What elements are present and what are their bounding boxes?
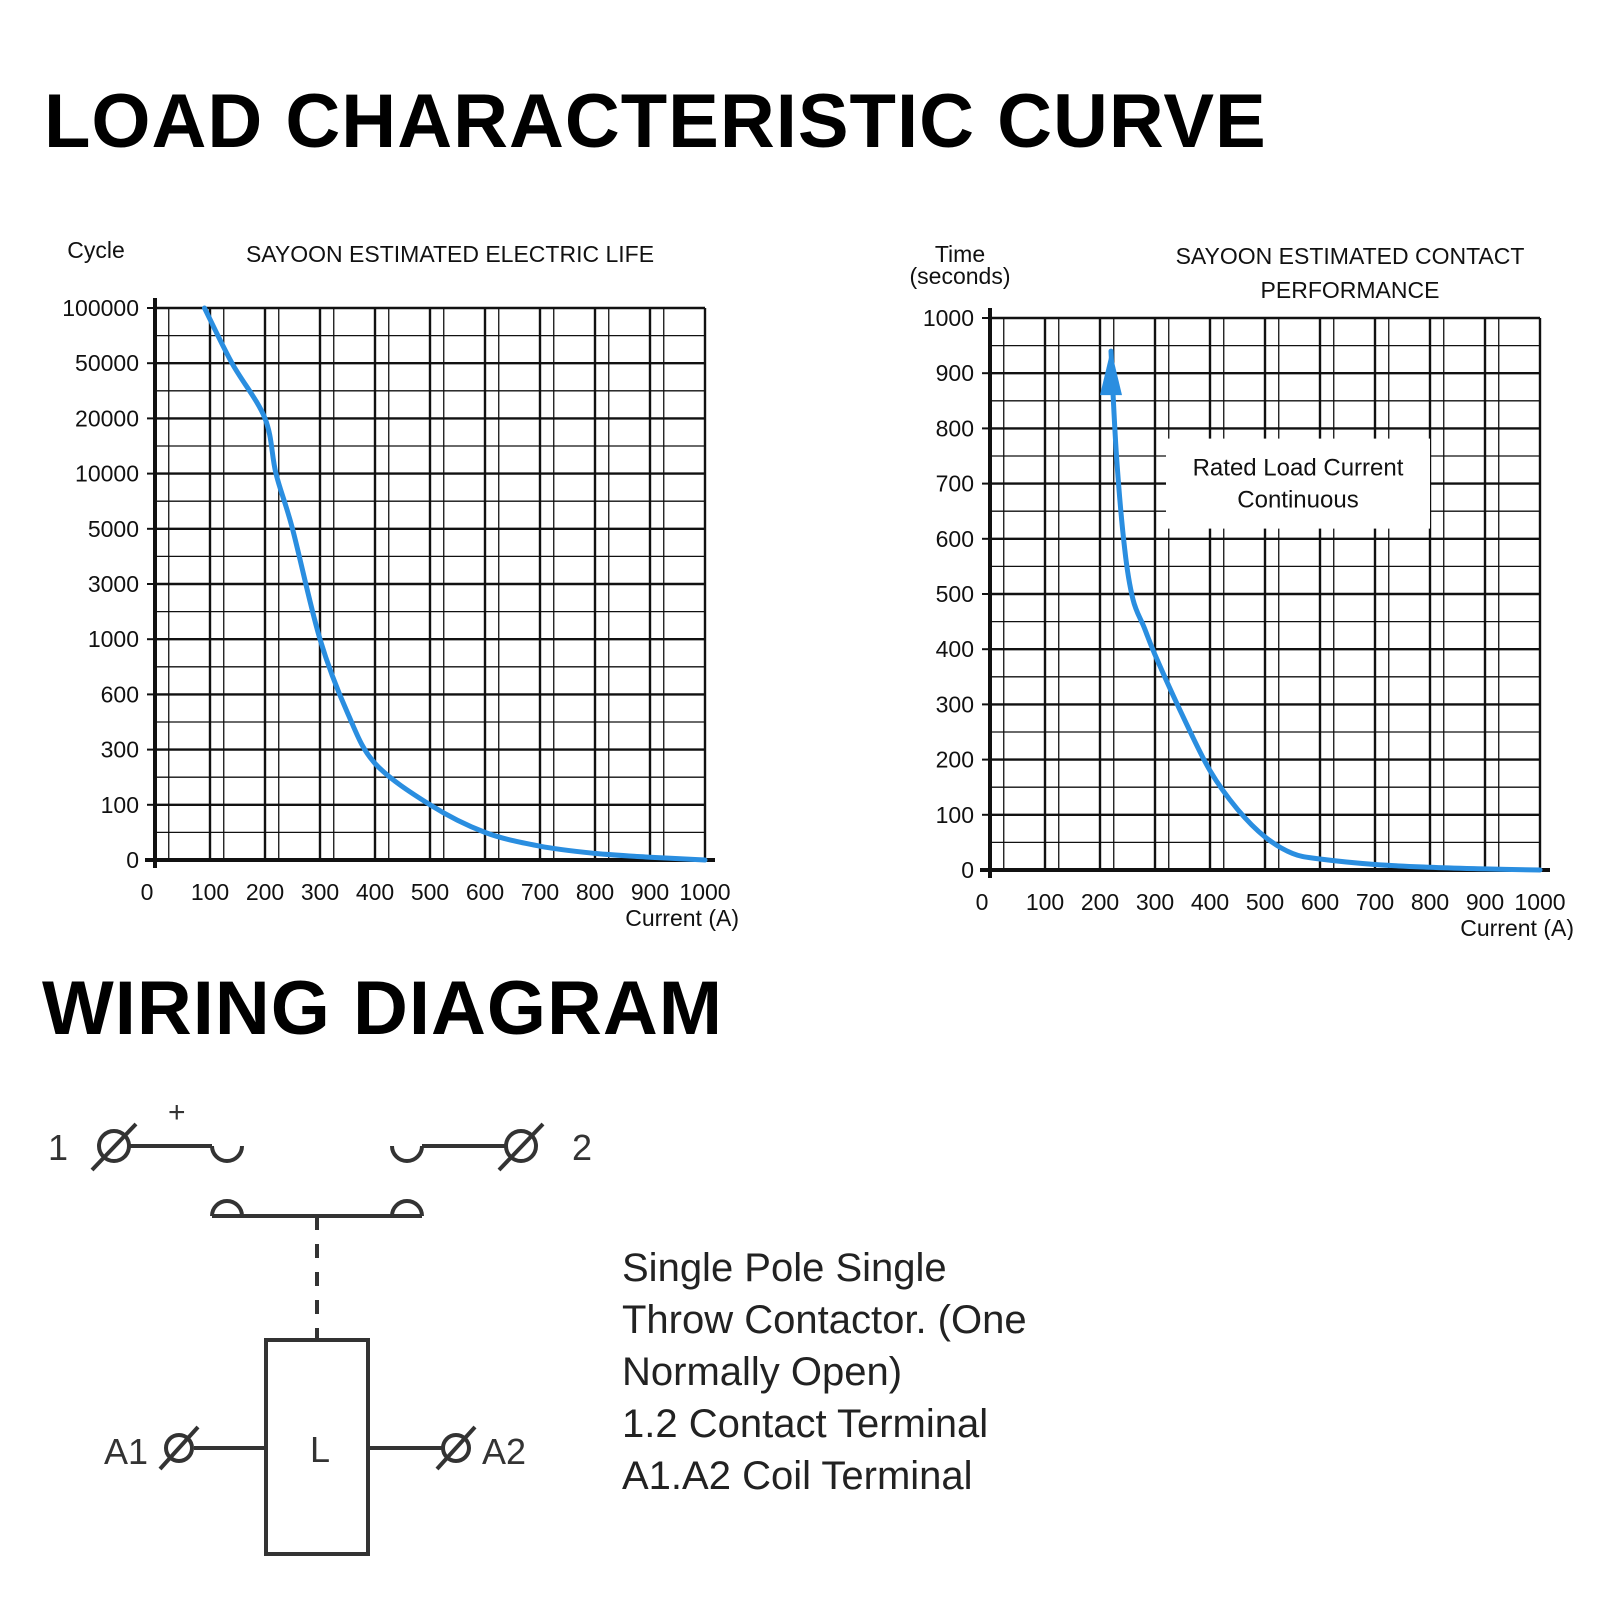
- y-tick-label: 900: [936, 360, 974, 386]
- annotation-text: Continuous: [1237, 487, 1358, 514]
- y-axis-label: (seconds): [910, 263, 1011, 289]
- x-tick-label: 600: [1301, 889, 1339, 915]
- y-tick-label: 3000: [88, 571, 139, 597]
- annotation-box: [1166, 438, 1430, 529]
- x-tick-label: 1000: [1514, 889, 1565, 915]
- y-tick-label: 100: [101, 792, 139, 818]
- x-tick-label: 400: [356, 879, 394, 905]
- plus-sign: +: [168, 1096, 186, 1129]
- electric-life-chart: 0100300600100030005000100002000050000100…: [62, 237, 739, 931]
- x-tick-label: 1000: [679, 879, 730, 905]
- x-tick-label: 200: [1081, 889, 1119, 915]
- terminal-2-symbol: [504, 1129, 538, 1163]
- wiring-diagram-heading: WIRING DIAGRAM: [42, 966, 724, 1051]
- series-line: [202, 305, 708, 863]
- wiring-diagram: 1 2 + A1 A2 L: [48, 1096, 592, 1556]
- y-tick-label: 300: [936, 691, 974, 717]
- x-tick-label: 400: [1191, 889, 1229, 915]
- x-axis-label: Current (A): [1460, 915, 1574, 940]
- description-line: A1.A2 Coil Terminal: [622, 1454, 973, 1498]
- wiring-description: Single Pole Single Throw Contactor. (One…: [622, 1242, 1027, 1502]
- terminal-a2-symbol: [441, 1433, 471, 1463]
- x-tick-label: 600: [466, 879, 504, 905]
- chart-title: SAYOON ESTIMATED ELECTRIC LIFE: [246, 241, 654, 267]
- x-tick-label: 800: [1411, 889, 1449, 915]
- y-tick-label: 700: [936, 471, 974, 497]
- fixed-contact-left: [210, 1145, 244, 1163]
- y-tick-label: 10000: [75, 461, 139, 487]
- description-line: 1.2 Contact Terminal: [622, 1402, 989, 1446]
- terminal-a1-label: A1: [104, 1431, 148, 1472]
- coil-label: L: [310, 1429, 330, 1470]
- y-tick-label: 800: [936, 415, 974, 441]
- x-tick-label: 0: [976, 889, 989, 915]
- x-tick-label: 900: [631, 879, 669, 905]
- fixed-contact-right: [390, 1145, 424, 1163]
- x-tick-label: 100: [1026, 889, 1064, 915]
- y-tick-label: 20000: [75, 405, 139, 431]
- x-tick-label: 500: [411, 879, 449, 905]
- x-tick-label: 0: [141, 879, 154, 905]
- y-tick-label: 500: [936, 581, 974, 607]
- description-line: Single Pole Single: [622, 1246, 947, 1290]
- y-tick-label: 50000: [75, 350, 139, 376]
- contact-performance-chart: 0 100 200 300 400 500 600 700 800 900 1000 0 100 200 3…: [910, 241, 1574, 940]
- y-tick-label: 5000: [88, 516, 139, 542]
- y-tick-label: 1000: [923, 305, 974, 331]
- y-axis-label: Time: [935, 241, 985, 267]
- x-tick-label: 500: [1246, 889, 1284, 915]
- chart-title: SAYOON ESTIMATED CONTACT: [1176, 243, 1525, 269]
- x-tick-label: 900: [1466, 889, 1504, 915]
- y-tick-label: 400: [936, 636, 974, 662]
- y-tick-label: 100: [936, 802, 974, 828]
- terminal-2-label: 2: [572, 1127, 592, 1168]
- x-tick-label: 300: [301, 879, 339, 905]
- x-tick-label: 100: [191, 879, 229, 905]
- x-tick-label: 200: [246, 879, 284, 905]
- chart-title: PERFORMANCE: [1261, 277, 1440, 303]
- x-tick-label: 300: [1136, 889, 1174, 915]
- terminal-1-label: 1: [48, 1127, 68, 1168]
- y-tick-label: 0: [961, 857, 974, 883]
- y-tick-label: 0: [126, 847, 139, 873]
- y-tick-label: 100000: [62, 295, 139, 321]
- y-tick-label: 600: [101, 681, 139, 707]
- y-tick-label: 1000: [88, 626, 139, 652]
- terminal-a2-label: A2: [482, 1431, 526, 1472]
- curve-arrowhead: [1100, 349, 1122, 396]
- x-tick-label: 800: [576, 879, 614, 905]
- load-curve-heading: LOAD CHARACTERISTIC CURVE: [44, 79, 1267, 164]
- annotation-text: Rated Load Current: [1193, 455, 1404, 482]
- description-line: Normally Open): [622, 1350, 903, 1394]
- y-tick-label: 300: [101, 737, 139, 763]
- x-tick-label: 700: [1356, 889, 1394, 915]
- terminal-a1-symbol: [164, 1433, 194, 1463]
- x-axis-label: Current (A): [625, 905, 739, 931]
- description-line: Throw Contactor. (One: [622, 1298, 1027, 1342]
- y-axis-label: Cycle: [67, 237, 125, 263]
- y-tick-label: 200: [936, 747, 974, 773]
- x-tick-label: 700: [521, 879, 559, 905]
- y-tick-label: 600: [936, 526, 974, 552]
